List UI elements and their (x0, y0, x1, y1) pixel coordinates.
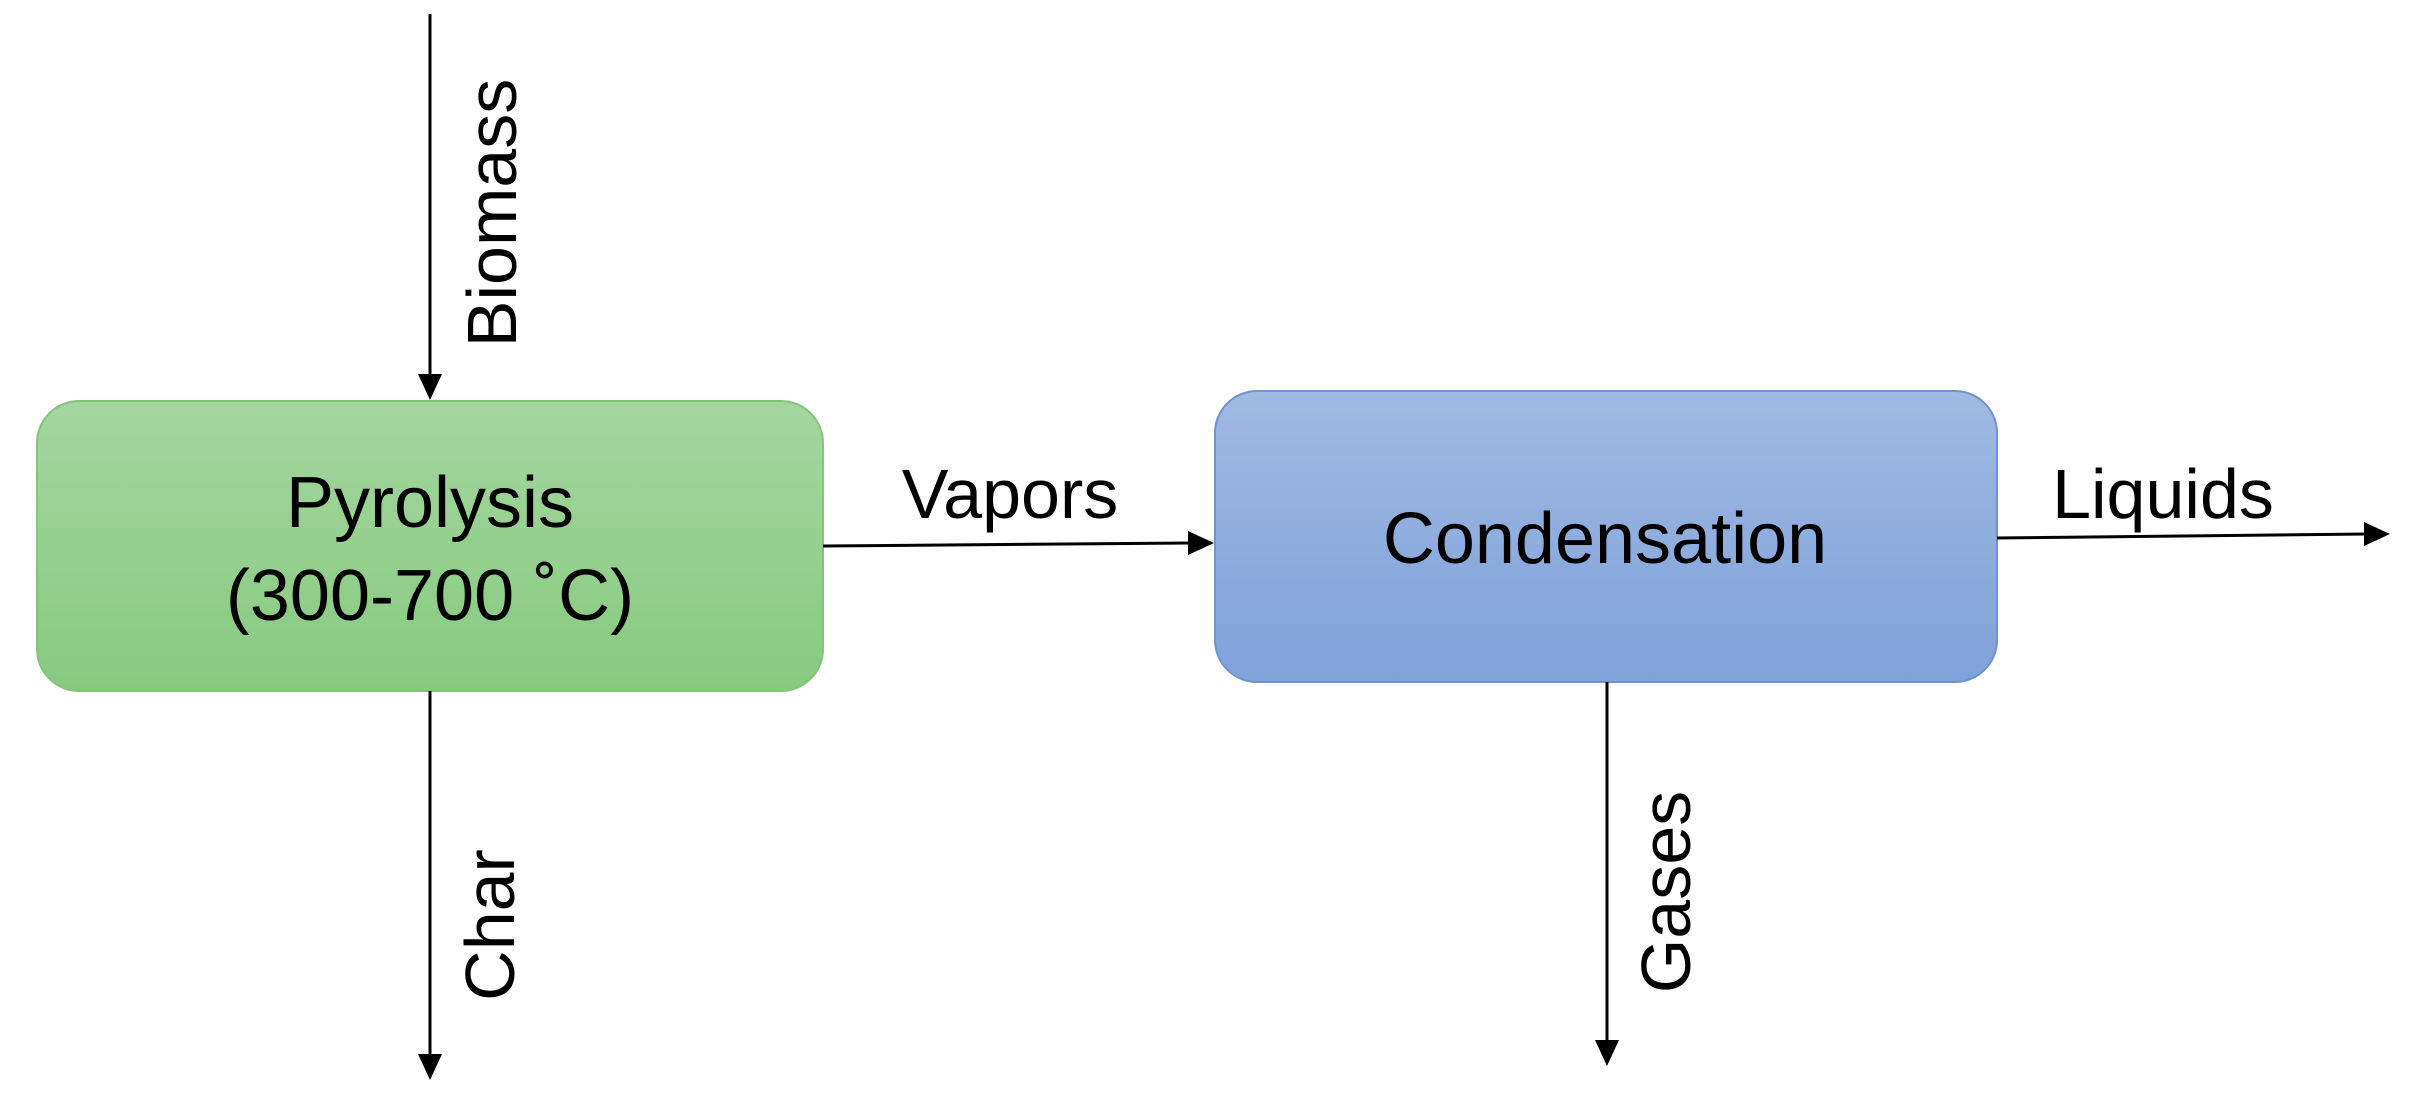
condensation-title: Condensation (1383, 499, 1827, 579)
liquids-label: Liquids (2052, 455, 2274, 533)
pyrolysis-temperature: (300-700 ˚C) (226, 556, 634, 636)
biomass-label: Biomass (453, 79, 531, 347)
char-arrowhead (418, 1054, 442, 1080)
char-label: Char (451, 849, 529, 1001)
biomass-arrowhead (418, 374, 442, 400)
pyrolysis-title: Pyrolysis (286, 463, 574, 543)
vapors-flow: Vapors (822, 455, 1214, 555)
liquids-arrowhead (2364, 522, 2390, 546)
gases-label: Gases (1627, 791, 1705, 993)
vapors-arrow-line (822, 541, 1191, 548)
gases-flow: Gases (1595, 682, 1705, 1066)
liquids-arrow-line (1996, 532, 2367, 540)
liquids-flow: Liquids (1996, 455, 2390, 546)
pyrolysis-node: Pyrolysis (300-700 ˚C) (36, 400, 824, 692)
condensation-node: Condensation (1214, 390, 1998, 683)
vapors-label: Vapors (902, 455, 1119, 533)
vapors-arrowhead (1188, 531, 1214, 555)
char-flow: Char (418, 691, 529, 1080)
gases-arrowhead (1595, 1040, 1619, 1066)
pyrolysis-box (36, 400, 824, 692)
biomass-flow: Biomass (418, 14, 531, 400)
